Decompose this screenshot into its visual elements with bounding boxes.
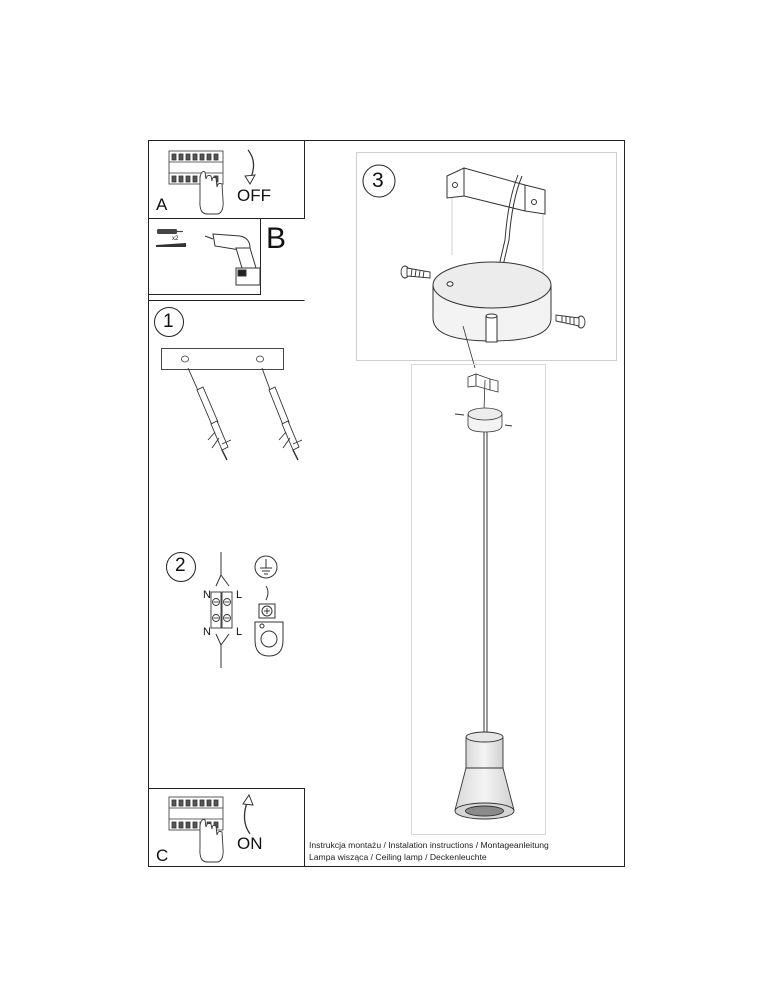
terminal-block-icon <box>210 591 233 629</box>
ceiling-plate <box>161 348 284 370</box>
wall-plug-icon <box>157 229 183 234</box>
hand-icon <box>199 171 224 215</box>
outer-frame <box>148 140 625 867</box>
wire-label-l-top: L <box>236 589 243 601</box>
step-3-number: 3 <box>372 169 384 192</box>
wire-label-n-top: N <box>203 589 211 601</box>
step-1-number: 1 <box>163 311 174 332</box>
ground-symbol-icon <box>254 555 278 579</box>
footer-line-1: Instrukcja montażu / Instalation instruc… <box>309 840 549 850</box>
hand-icon <box>199 819 224 863</box>
switch-panel-icon <box>168 796 224 831</box>
ceiling-bracket-icon <box>467 373 499 393</box>
wall-plug-icon <box>261 367 303 461</box>
ground-terminal <box>254 603 284 657</box>
step-b-letter: B <box>266 222 287 255</box>
step-a-letter: A <box>156 195 168 214</box>
screw-icon <box>400 265 586 329</box>
wire-label-n-bottom: N <box>203 626 211 638</box>
step-b-box <box>148 218 261 295</box>
step-2-number: 2 <box>175 555 186 576</box>
step-2-figure <box>166 552 284 668</box>
step-a-action-label: OFF <box>237 186 271 205</box>
wall-plug-icon <box>187 367 232 461</box>
drill-icon <box>204 233 261 286</box>
canopy-icon <box>432 261 552 343</box>
ceiling-bracket-icon <box>446 167 546 215</box>
footer-line-2: Lampa wisząca / Ceiling lamp / Deckenleu… <box>309 852 487 862</box>
step-3-figure <box>356 152 617 835</box>
screw-icon <box>156 243 186 247</box>
wire-label-l-bottom: L <box>236 626 243 638</box>
step-c-letter: C <box>156 846 169 865</box>
pendant-shade-icon <box>454 731 515 820</box>
plug-count-label: x2 <box>172 236 179 242</box>
canopy-icon <box>454 407 513 433</box>
step-1-figure <box>154 307 303 461</box>
step-c-action-label: ON <box>237 834 263 853</box>
step-a-box <box>148 140 305 219</box>
step-c-box <box>148 788 305 867</box>
